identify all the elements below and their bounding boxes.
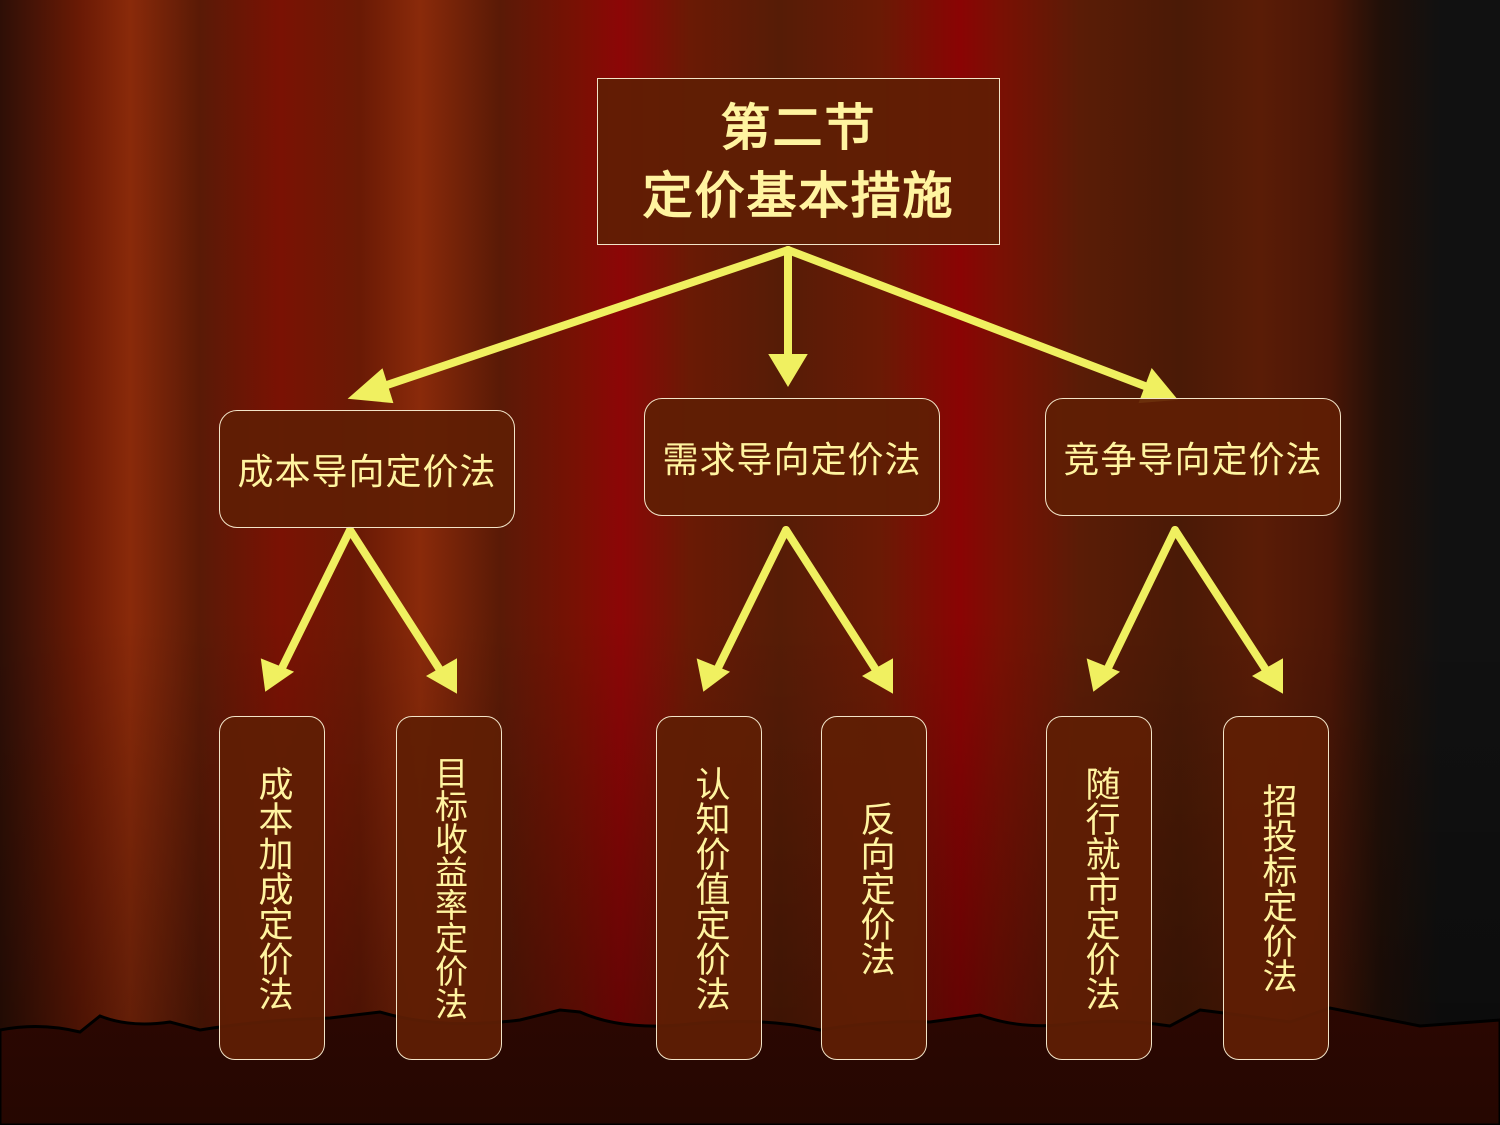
title-line-1: 第二节 <box>720 97 877 157</box>
title-line-2: 定价基本措施 <box>642 165 955 225</box>
method-going-rate: 随行就市定价法 <box>1046 716 1152 1060</box>
arrow-head-m4 <box>861 658 893 694</box>
arrow-competition-to-m5 <box>1104 526 1179 672</box>
arrow-head-cost <box>347 368 394 404</box>
method-label: 认知价值定价法 <box>689 765 730 1011</box>
category-label: 成本导向定价法 <box>237 452 497 493</box>
arrow-head-demand <box>768 354 808 387</box>
category-label: 竞争导向定价法 <box>1063 440 1323 481</box>
arrow-cost-to-m2 <box>346 526 444 674</box>
method-label: 成本加成定价法 <box>252 765 293 1011</box>
method-label: 随行就市定价法 <box>1079 765 1120 1011</box>
method-target-return: 目标收益率定价法 <box>396 716 502 1060</box>
arrow-demand-to-m3 <box>714 526 790 672</box>
arrow-head-m3 <box>696 658 731 692</box>
category-label: 需求导向定价法 <box>662 440 922 481</box>
method-label: 目标收益率定价法 <box>429 756 469 1020</box>
arrow-competition-to-m6 <box>1171 526 1270 674</box>
arrow-head-m1 <box>260 658 295 692</box>
category-cost-oriented: 成本导向定价法 <box>219 410 515 528</box>
method-reverse-pricing: 反向定价法 <box>821 716 927 1060</box>
arrow-head-m6 <box>1251 658 1283 694</box>
category-demand-oriented: 需求导向定价法 <box>644 398 940 516</box>
arrow-cost-to-m1 <box>278 526 354 672</box>
arrow-head-m5 <box>1086 658 1121 692</box>
method-perceived-value: 认知价值定价法 <box>656 716 762 1060</box>
arrow-demand-to-m4 <box>782 526 880 674</box>
method-sealed-bid: 招投标定价法 <box>1223 716 1329 1060</box>
method-cost-plus: 成本加成定价法 <box>219 716 325 1060</box>
category-competition-oriented: 竞争导向定价法 <box>1045 398 1341 516</box>
method-label: 反向定价法 <box>854 800 895 976</box>
arrow-head-m2 <box>425 658 457 694</box>
arrow-title-to-competition <box>784 246 1154 392</box>
title-box: 第二节 定价基本措施 <box>597 78 1000 245</box>
method-label: 招投标定价法 <box>1256 783 1297 993</box>
arrow-title-to-cost <box>374 246 792 392</box>
